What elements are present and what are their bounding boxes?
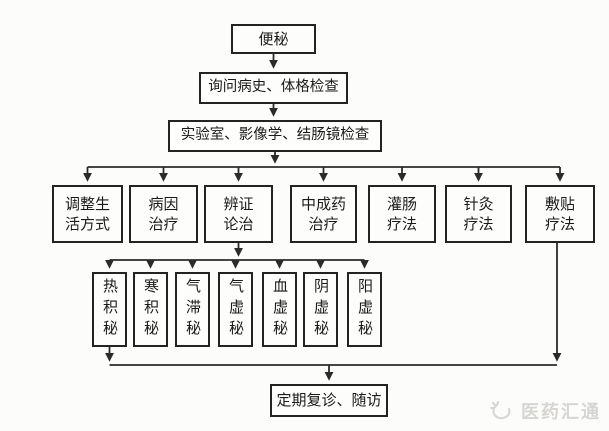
node-followup: 定期复诊、随访 xyxy=(270,384,388,417)
node-label-line: 灌肠 xyxy=(386,194,417,213)
node-label: 询问病史、体格检查 xyxy=(208,79,339,96)
node-label: 热积秘 xyxy=(101,278,119,341)
node-syndrome-heat-accumulation: 热积秘 xyxy=(92,272,127,347)
node-label-line: 论治 xyxy=(223,215,254,233)
node-syndrome-cold-accumulation: 寒积秘 xyxy=(133,272,168,347)
node-label-line: 病因 xyxy=(148,194,179,213)
node-label: 血虚秘 xyxy=(271,278,289,341)
node-syndrome-yin-deficiency: 阴虚秘 xyxy=(303,272,338,347)
swoosh-logo-icon xyxy=(490,401,511,420)
node-label-line: 敷贴 xyxy=(544,194,575,213)
node-treatment-chinese-patent-medicine: 中成药 治疗 xyxy=(290,185,357,243)
node-label: 寒积秘 xyxy=(142,278,160,341)
node-lab-imaging-colonoscopy: 实验室、影像学、结肠镜检查 xyxy=(168,120,382,152)
node-syndrome-blood-deficiency: 血虚秘 xyxy=(262,272,297,347)
node-history-exam: 询问病史、体格检查 xyxy=(199,72,348,104)
node-treatment-acupuncture: 针灸 疗法 xyxy=(445,185,512,243)
node-label-line: 疗法 xyxy=(386,215,417,233)
node-label: 便秘 xyxy=(258,29,289,48)
node-constipation: 便秘 xyxy=(231,24,316,54)
node-label-line: 疗法 xyxy=(544,215,575,233)
watermark-text: 医药汇通 xyxy=(521,402,601,423)
yiyao-huitong-watermark: 医药汇通 xyxy=(489,398,601,424)
node-treatment-enema: 灌肠 疗法 xyxy=(368,185,436,243)
node-treatment-etiology: 病因 治疗 xyxy=(129,185,198,243)
node-treatment-syndrome-differentiation: 辨证 论治 xyxy=(204,185,273,243)
node-label-line: 治疗 xyxy=(308,215,339,233)
node-label-line: 治疗 xyxy=(148,215,179,233)
node-syndrome-yang-deficiency: 阳虚秘 xyxy=(347,272,382,347)
node-label: 阴虚秘 xyxy=(312,278,330,341)
node-label-line: 针灸 xyxy=(463,194,494,213)
node-label-line: 调整生 xyxy=(64,194,110,213)
node-syndrome-qi-deficiency: 气虚秘 xyxy=(218,272,253,347)
node-label: 气滞秘 xyxy=(184,278,202,341)
node-label: 气虚秘 xyxy=(227,278,245,341)
node-label: 阳虚秘 xyxy=(356,278,374,341)
node-label-line: 活方式 xyxy=(64,215,110,233)
node-label-line: 辨证 xyxy=(223,194,254,213)
node-label-line: 中成药 xyxy=(300,194,346,213)
node-treatment-plaster: 敷贴 疗法 xyxy=(525,185,595,243)
node-label: 定期复诊、随访 xyxy=(276,391,382,410)
node-treatment-lifestyle: 调整生 活方式 xyxy=(52,185,123,243)
node-label: 实验室、影像学、结肠镜检查 xyxy=(180,127,370,144)
node-syndrome-qi-stagnation: 气滞秘 xyxy=(175,272,210,347)
node-label-line: 疗法 xyxy=(463,215,494,233)
